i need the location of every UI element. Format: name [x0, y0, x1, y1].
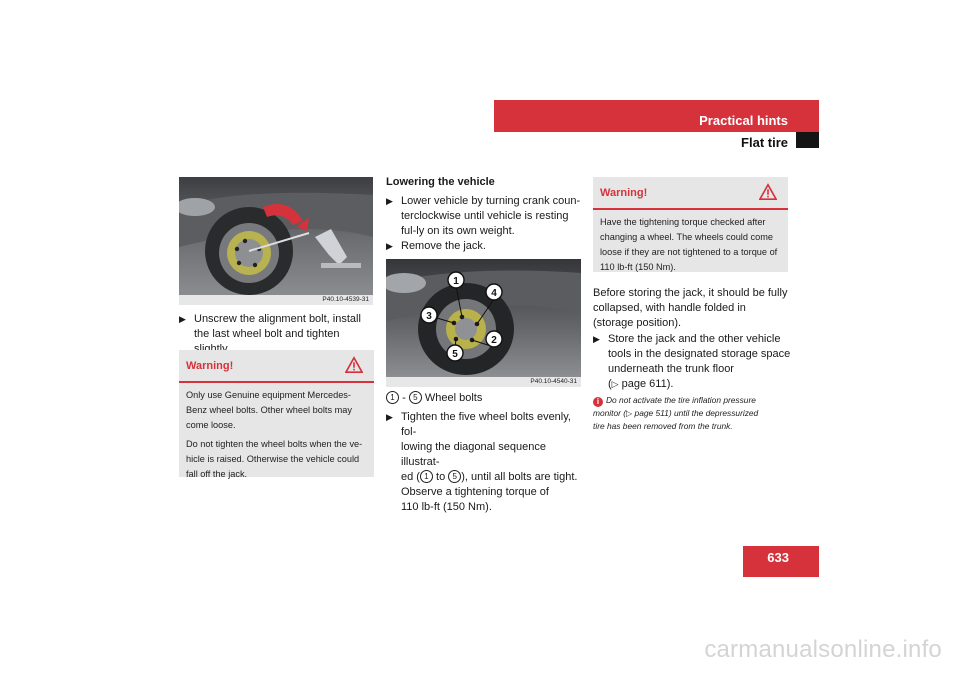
warning-box-bolts: Warning! Only use Genuine equipment Merc… — [179, 350, 374, 479]
bullet-arrow-icon: ▶ — [593, 334, 600, 344]
warning-body: Only use Genuine equipment Mercedes-Benz… — [179, 383, 374, 490]
watermark: carmanualsonline.info — [704, 636, 942, 663]
warning-paragraph: Only use Genuine equipment Mercedes-Benz… — [186, 390, 352, 430]
page-number-box — [743, 546, 819, 577]
section-title: Practical hints — [699, 113, 788, 128]
page-number: 633 — [767, 550, 789, 565]
step-text: Lower vehicle by turning crank coun-terc… — [401, 195, 581, 237]
info-icon: i — [593, 397, 603, 407]
figure-wheel-bolts: 1 2 3 4 5 P40.10-4540-31 — [386, 259, 581, 387]
text-line: tools in the designated storage space — [608, 348, 791, 360]
text-fragment: ), until all bolts are tight. — [461, 471, 578, 483]
warning-title: Warning! — [600, 187, 648, 199]
legend-label: Wheel bolts — [424, 392, 483, 404]
legend-wheel-bolts: 1 - 5 Wheel bolts — [386, 391, 582, 406]
text-line: 110 lb-ft (150 Nm). — [401, 501, 492, 513]
warning-body: Have the tightening torque checked after… — [600, 217, 778, 272]
text-line: lowing the diagonal sequence illustrat- — [401, 441, 546, 468]
page-reference[interactable]: page 511) until the depressurized — [632, 408, 759, 418]
bullet-arrow-icon: ▶ — [179, 314, 186, 324]
text-line: Store the jack and the other vehicle — [608, 333, 781, 345]
step-tighten-bolts: ▶ Tighten the five wheel bolts evenly, f… — [386, 410, 586, 515]
wheel-bolt-sequence-illustration: 1 2 3 4 5 — [386, 259, 581, 377]
page-reference[interactable]: page 611). — [621, 378, 674, 390]
callout-5: 5 — [452, 349, 458, 360]
callout-badge-start: 1 — [419, 470, 433, 483]
text-line: tire has been removed from the trunk. — [593, 421, 733, 431]
step-remove-jack: ▶ Remove the jack. — [386, 239, 582, 254]
callout-badge-end: 5 — [448, 470, 462, 483]
header-marker — [796, 132, 819, 148]
callout-2: 2 — [491, 335, 497, 346]
bullet-arrow-icon: ▶ — [386, 412, 393, 422]
warning-paragraph: Do not tighten the wheel bolts when the … — [186, 439, 363, 479]
car-wheel-jack-illustration — [179, 177, 373, 295]
text-line: Do not activate the tire inflation press… — [606, 395, 756, 405]
bullet-arrow-icon: ▶ — [386, 196, 393, 206]
step-text: Tighten the five wheel bolts evenly, fol… — [401, 410, 586, 515]
text-fragment: ed ( — [401, 471, 420, 483]
storing-paragraph: Before storing the jack, it should be fu… — [593, 287, 788, 329]
text-fragment: monitor ( — [593, 408, 627, 418]
topic-title: Flat tire — [741, 135, 788, 150]
text-line: Tighten the five wheel bolts evenly, fol… — [401, 411, 571, 438]
warning-title: Warning! — [186, 360, 234, 372]
text-fragment: to — [432, 471, 449, 483]
step-text: Store the jack and the other vehicle too… — [608, 333, 791, 390]
callout-3: 3 — [426, 311, 432, 322]
lowering-heading: Lowering the vehicle — [386, 176, 495, 188]
legend-dash: - — [402, 392, 406, 404]
callout-4: 4 — [491, 288, 497, 299]
step-store-jack: ▶ Store the jack and the other vehicle t… — [593, 332, 793, 392]
header-band — [494, 100, 819, 132]
warning-triangle-icon — [345, 356, 363, 374]
figure-code: P40.10-4540-31 — [386, 377, 581, 387]
figure-code: P40.10-4539-31 — [179, 295, 373, 305]
text-line: Observe a tightening torque of — [401, 486, 549, 498]
text-line: underneath the trunk floor — [608, 363, 734, 375]
figure-alignment-bolt: P40.10-4539-31 — [179, 177, 373, 305]
warning-header: Warning! — [593, 177, 788, 210]
step-text: Remove the jack. — [401, 240, 486, 252]
warning-header: Warning! — [179, 350, 374, 383]
warning-triangle-icon — [759, 183, 777, 201]
page-ref-arrow-icon: ▷ — [626, 409, 633, 418]
callout-badge-start: 1 — [386, 391, 399, 404]
callout-badge-end: 5 — [408, 391, 422, 404]
page-ref-arrow-icon: ▷ — [611, 379, 619, 389]
bullet-arrow-icon: ▶ — [386, 241, 393, 251]
warning-box-torque: Warning! Have the tightening torque chec… — [593, 177, 788, 272]
callout-1: 1 — [453, 276, 459, 287]
step-lower-vehicle: ▶ Lower vehicle by turning crank coun-te… — [386, 194, 582, 239]
